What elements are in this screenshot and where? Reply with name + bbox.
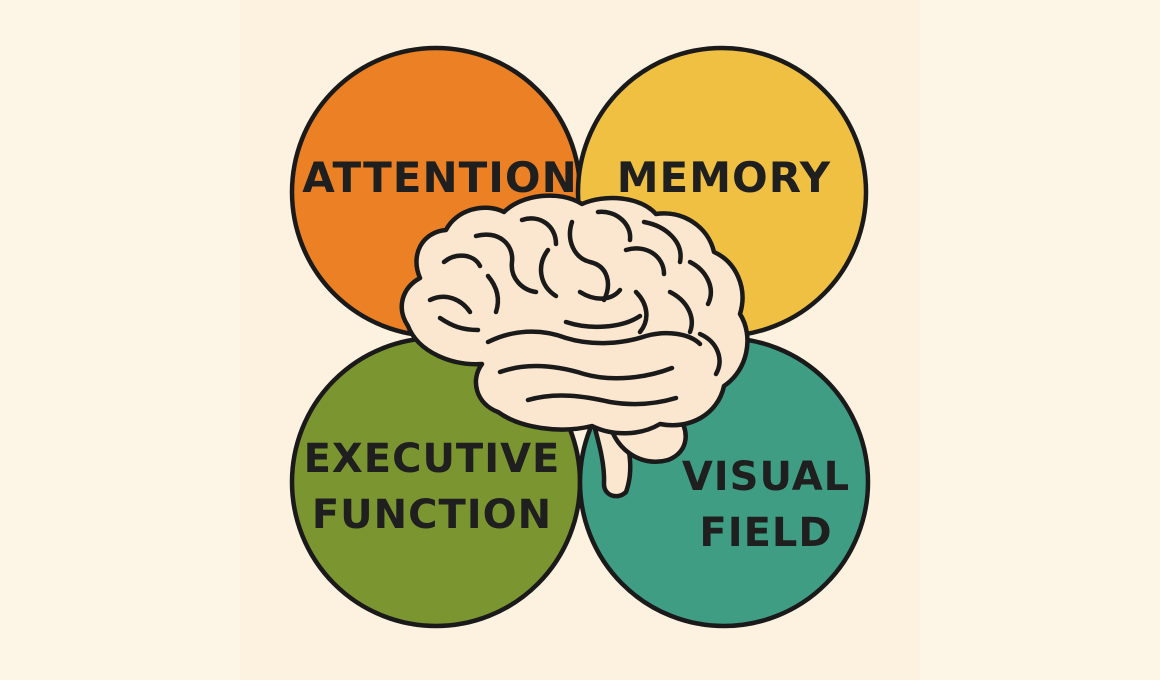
background-margin-right — [920, 0, 1160, 680]
attention-label: ATTENTION — [302, 153, 577, 202]
executive-function-label-line1: EXECUTIVE — [304, 436, 561, 482]
visual-field-label-line1: VISUAL — [682, 454, 850, 500]
brain-icon — [399, 193, 750, 499]
executive-function-label-line2: FUNCTION — [312, 492, 552, 538]
visual-field-label-line2: FIELD — [699, 510, 832, 556]
background-margin-left — [0, 0, 240, 680]
memory-label: MEMORY — [617, 153, 831, 202]
